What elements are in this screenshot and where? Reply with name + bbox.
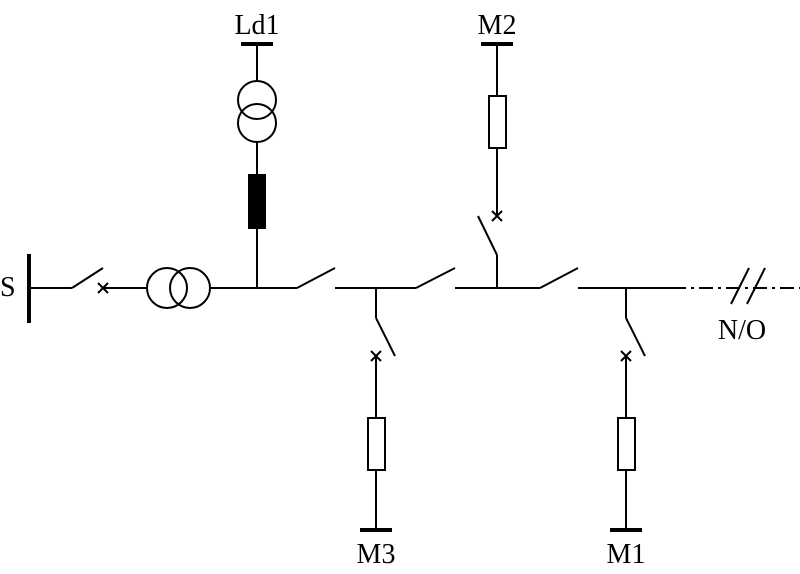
m3-fuse xyxy=(367,417,386,471)
m1-switch-blade xyxy=(625,317,646,357)
ld1-transformer-winding-lower xyxy=(237,103,277,143)
label-motor3: M3 xyxy=(357,539,396,570)
ld1-reactor xyxy=(248,174,266,229)
bus-section-switch-2-blade xyxy=(415,267,456,289)
main-transformer-winding-2 xyxy=(169,267,211,309)
label-source: S xyxy=(0,272,16,303)
normally-open-tie-mark-2 xyxy=(746,267,766,305)
incomer-switch-blade xyxy=(71,267,104,289)
ld1-transformer-winding-upper xyxy=(237,80,277,120)
normally-open-tie-mark-1 xyxy=(730,267,750,305)
label-motor1: M1 xyxy=(607,539,646,570)
m1-fuse xyxy=(617,417,636,471)
m3-switch-blade xyxy=(375,317,396,357)
m2-switch-blade xyxy=(477,215,498,256)
bus-section-switch-3-blade xyxy=(539,267,579,289)
main-transformer-winding-1 xyxy=(146,267,188,309)
m2-fuse xyxy=(488,95,507,149)
label-motor2: M2 xyxy=(478,10,517,41)
label-normally-open: N/O xyxy=(718,315,766,346)
label-load1: Ld1 xyxy=(234,10,279,41)
bus-section-switch-1-blade xyxy=(296,267,336,289)
